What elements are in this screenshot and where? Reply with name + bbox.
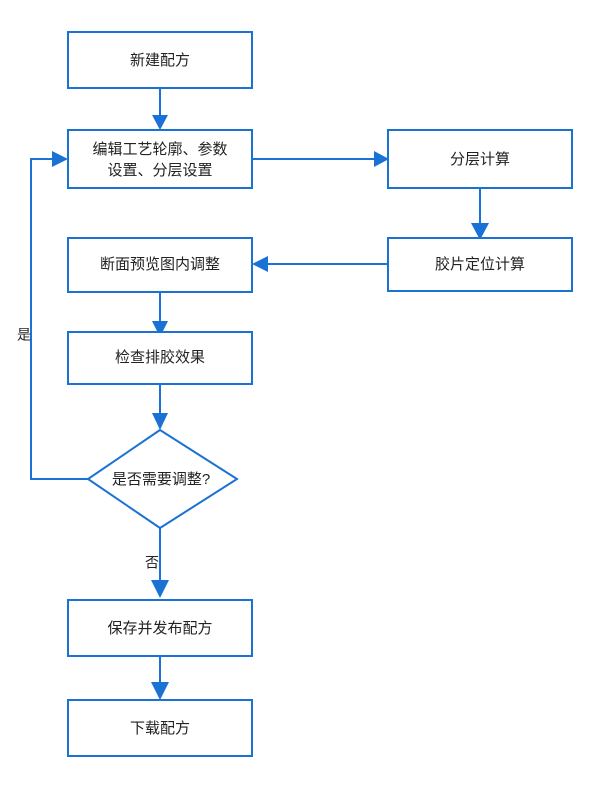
connector-film-position-calc-to-section-preview xyxy=(252,256,388,272)
edge-label-no: 否 xyxy=(145,555,159,571)
node-download-recipe-label: 下载配方 xyxy=(130,720,190,737)
node-film-position-calc[interactable]: 胶片定位计算 xyxy=(387,237,573,292)
edge-label-yes: 是 xyxy=(17,327,31,343)
node-layer-calc-label: 分层计算 xyxy=(450,150,510,168)
node-edit-process[interactable]: 编辑工艺轮廓、参数 设置、分层设置 xyxy=(67,129,253,189)
connector-need-adjust-yes-to-edit-process xyxy=(30,151,88,480)
node-need-adjust[interactable]: 是否需要调整? xyxy=(86,428,239,530)
node-download-recipe[interactable]: 下载配方 xyxy=(67,699,253,757)
connector-need-adjust-no-to-save-publish xyxy=(151,528,169,598)
node-edit-process-label-line2: 设置、分层设置 xyxy=(107,162,212,179)
node-new-recipe-shape[interactable] xyxy=(67,31,253,89)
connector-layer-calc-to-film-position-calc xyxy=(471,188,489,240)
node-check-drain-shape[interactable] xyxy=(67,331,253,385)
node-check-drain-label: 检查排胶效果 xyxy=(115,349,205,366)
connector-section-preview-to-check-drain xyxy=(152,292,168,337)
node-check-drain[interactable]: 检查排胶效果 xyxy=(67,331,253,385)
connector-save-publish-to-download-recipe xyxy=(151,656,169,700)
node-film-position-calc-shape[interactable] xyxy=(387,237,573,292)
node-section-preview-label: 断面预览图内调整 xyxy=(100,256,220,273)
node-layer-calc-shape[interactable] xyxy=(387,129,573,189)
node-new-recipe[interactable]: 新建配方 xyxy=(67,31,253,89)
node-need-adjust-label: 是否需要调整? xyxy=(112,471,210,488)
node-section-preview[interactable]: 断面预览图内调整 xyxy=(67,237,253,293)
node-save-publish-shape[interactable] xyxy=(67,599,253,657)
node-save-publish-label: 保存并发布配方 xyxy=(107,620,212,637)
node-new-recipe-label: 新建配方 xyxy=(130,52,190,69)
node-download-recipe-shape[interactable] xyxy=(67,699,253,757)
node-layer-calc[interactable]: 分层计算 xyxy=(387,129,573,189)
node-need-adjust-shape[interactable] xyxy=(86,428,239,530)
node-edit-process-label-line1: 编辑工艺轮廓、参数 xyxy=(92,141,227,158)
node-save-publish[interactable]: 保存并发布配方 xyxy=(67,599,253,657)
node-film-position-calc-label: 胶片定位计算 xyxy=(435,255,525,273)
node-section-preview-shape[interactable] xyxy=(67,237,253,293)
node-edit-process-shape[interactable] xyxy=(67,129,253,189)
connector-new-recipe-to-edit-process xyxy=(152,88,168,130)
connector-edit-process-to-layer-calc xyxy=(252,151,389,167)
connector-check-drain-to-need-adjust xyxy=(152,384,168,430)
